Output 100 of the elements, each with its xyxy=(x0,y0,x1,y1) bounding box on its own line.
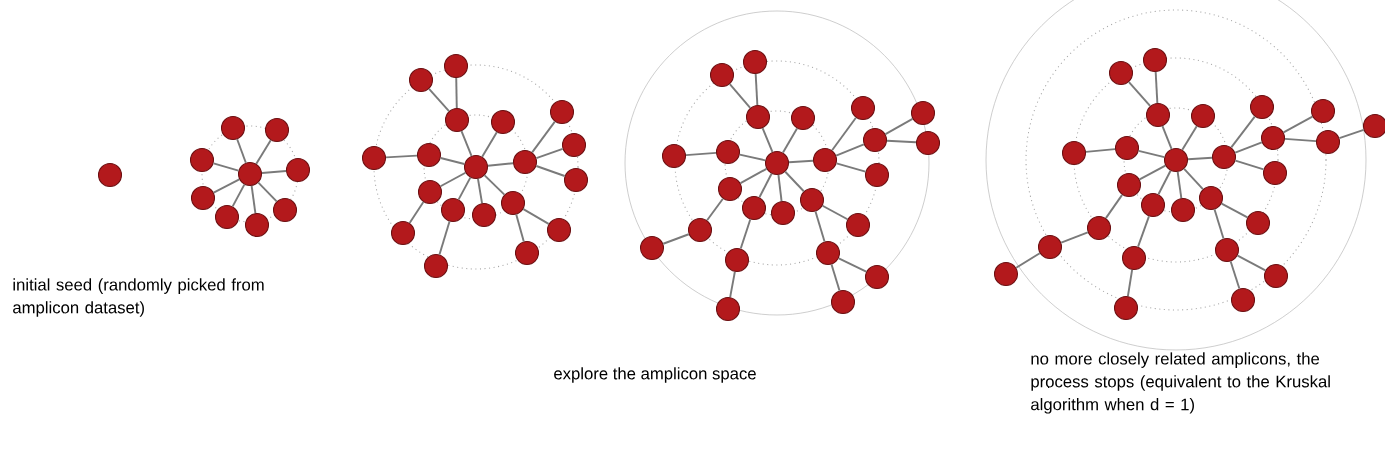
node-circle xyxy=(1143,47,1168,73)
connector-line xyxy=(1104,193,1124,220)
connector-line xyxy=(662,233,690,245)
connector-line xyxy=(439,157,466,165)
node-circle xyxy=(423,253,449,279)
node-circle xyxy=(1122,245,1147,271)
node-circle xyxy=(1117,172,1142,198)
node-circle xyxy=(214,204,240,230)
connector-line xyxy=(1128,81,1152,107)
node-circle xyxy=(244,212,270,238)
node-circle xyxy=(512,149,538,175)
node-circle xyxy=(911,100,936,126)
connector-line xyxy=(837,257,868,273)
node-circle xyxy=(1250,94,1275,120)
node-circle xyxy=(916,130,941,156)
node-circle xyxy=(444,107,470,133)
connector-line xyxy=(455,77,458,109)
connector-line xyxy=(261,170,287,174)
node-circle xyxy=(716,296,741,322)
node-circle xyxy=(1171,197,1196,223)
node-circle xyxy=(549,99,575,125)
connector-line xyxy=(706,197,724,222)
connector-line xyxy=(788,159,814,164)
node-circle xyxy=(791,105,816,131)
connector-line xyxy=(257,181,278,203)
connector-line xyxy=(1183,167,1204,191)
node-circle xyxy=(1261,125,1286,151)
connector-line xyxy=(477,177,483,205)
node-circle xyxy=(221,115,246,141)
node-circle xyxy=(716,139,741,165)
connector-line xyxy=(522,208,550,225)
node-circle xyxy=(1109,60,1134,86)
connector-line xyxy=(1137,215,1150,248)
connector-line xyxy=(1015,252,1041,269)
connector-line xyxy=(738,153,767,162)
node-circle xyxy=(771,200,796,226)
connector-line xyxy=(758,172,773,199)
connector-line xyxy=(729,270,736,299)
connector-line xyxy=(1338,128,1365,140)
node-circle xyxy=(742,49,768,75)
connector-line xyxy=(1161,125,1173,150)
node-circle xyxy=(725,247,750,273)
connector-line xyxy=(1229,260,1241,290)
node-circle xyxy=(1087,215,1112,241)
connector-line xyxy=(777,173,783,202)
node-circle xyxy=(285,157,311,183)
connector-line xyxy=(483,174,506,196)
node-circle xyxy=(1164,147,1189,173)
connector-line xyxy=(460,130,473,157)
node-circle xyxy=(710,62,735,88)
node-circle xyxy=(1246,210,1271,236)
node-circle xyxy=(1231,287,1256,313)
connector-line xyxy=(1213,208,1225,240)
node-circle xyxy=(362,145,387,171)
node-circle xyxy=(417,179,443,205)
caption-text: explore the amplicon space xyxy=(554,367,756,383)
connector-line xyxy=(1126,268,1134,298)
connector-line xyxy=(408,201,425,224)
node-circle xyxy=(718,176,743,202)
connector-line xyxy=(1138,164,1167,181)
node-circle xyxy=(851,95,876,121)
connector-line xyxy=(515,213,525,243)
connector-line xyxy=(886,139,917,144)
node-circle xyxy=(273,197,298,223)
connector-line xyxy=(1176,170,1183,200)
connector-line xyxy=(255,139,272,165)
node-circle xyxy=(1212,144,1237,170)
node-circle xyxy=(845,212,871,238)
connector-line xyxy=(1154,71,1159,104)
node-circle xyxy=(264,117,290,143)
connector-line xyxy=(1137,149,1166,159)
connector-line xyxy=(457,176,472,201)
connector-line xyxy=(1236,254,1267,272)
node-circle xyxy=(440,197,466,223)
connector-line xyxy=(531,120,556,154)
node-circle xyxy=(547,217,572,243)
node-circle xyxy=(1215,237,1240,263)
connector-line xyxy=(830,263,841,292)
node-circle xyxy=(830,289,856,315)
node-circle xyxy=(1311,98,1336,124)
node-circle xyxy=(444,53,469,79)
node-circle xyxy=(863,127,888,153)
node-circle xyxy=(1038,234,1063,260)
connector-line xyxy=(1284,137,1317,143)
connector-line xyxy=(831,116,857,152)
connector-line xyxy=(1220,202,1249,219)
connector-line xyxy=(212,162,240,172)
node-circle xyxy=(1363,113,1385,139)
node-circle xyxy=(464,154,489,180)
connector-line xyxy=(487,162,514,167)
node-circle xyxy=(189,147,215,173)
connector-line xyxy=(739,167,768,185)
node-circle xyxy=(993,261,1019,287)
node-circle xyxy=(1264,263,1289,289)
node-circle xyxy=(563,167,589,193)
connector-line xyxy=(1282,115,1314,134)
node-circle xyxy=(1199,185,1224,211)
connector-line xyxy=(385,154,418,159)
connector-line xyxy=(1085,148,1116,153)
connector-line xyxy=(835,143,865,157)
